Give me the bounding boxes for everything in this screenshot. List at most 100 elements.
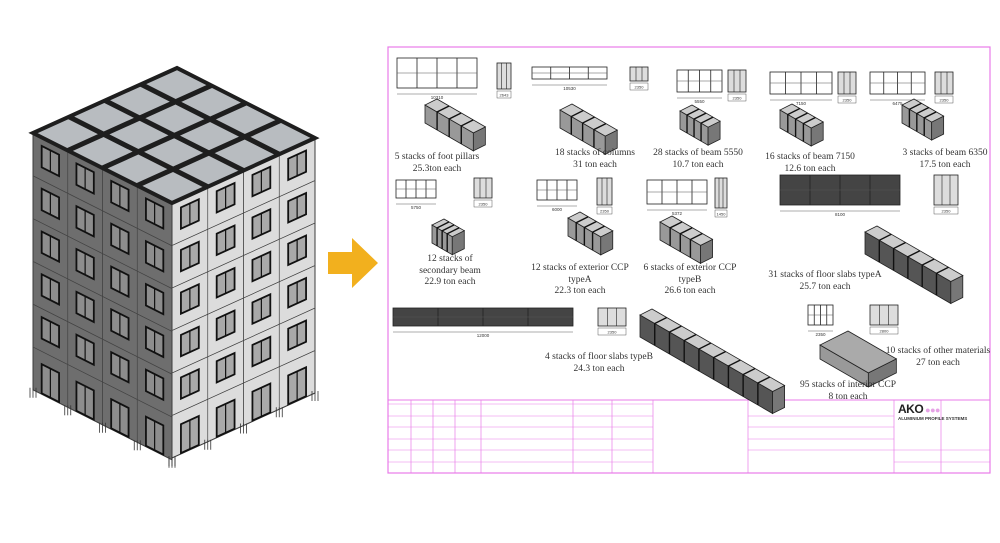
stack-weight: 25.7 ton each <box>799 281 851 292</box>
stack-strap <box>698 342 712 371</box>
item-drawing <box>392 307 786 415</box>
stack-strap <box>654 316 668 346</box>
stack-weight: 31 ton each <box>573 159 617 170</box>
section-view <box>596 177 613 206</box>
item-drawing <box>869 71 954 141</box>
item-drawing <box>646 177 728 265</box>
stack-weight: 10.7 ton each <box>672 159 724 170</box>
stack-side <box>639 314 773 415</box>
stack-strap <box>916 106 930 132</box>
stack-strap <box>787 107 801 133</box>
item-drawing <box>395 177 493 256</box>
stack-description: 12 stacks of exterior CCP <box>531 263 629 273</box>
section-view <box>496 62 512 90</box>
arrow-shape <box>328 238 378 288</box>
dimension-label: 2350 <box>815 332 826 337</box>
dimension-label: 5372 <box>672 211 683 216</box>
stack-strap <box>935 266 949 296</box>
stack-weight: 25.3ton each <box>412 163 462 174</box>
section-view <box>837 71 857 95</box>
item-drawing <box>676 69 747 146</box>
stack-description: 31 stacks of floor slabs typeA <box>768 270 882 280</box>
item-drawing <box>531 66 649 155</box>
stack-weight: 22.3 ton each <box>554 286 606 296</box>
dimension-box <box>473 199 493 208</box>
stack-strap <box>441 224 455 249</box>
item-drawing <box>536 177 614 256</box>
logo-mark: AKO <box>898 402 924 416</box>
left-facade <box>29 132 176 468</box>
company-logo: AKO●●● ALUMINIUM PROFILE SYSTEMS <box>898 402 986 421</box>
stack-strap <box>908 102 922 128</box>
dimension-box <box>869 326 899 335</box>
dimension-label: 7150 <box>796 101 807 106</box>
dimension-label: 2350 <box>942 209 952 214</box>
title-block <box>388 399 990 473</box>
stack-strap <box>727 359 741 388</box>
stack-description: 5 stacks of foot pillars <box>394 152 480 162</box>
stack-weight: 22.9 ton each <box>424 277 476 287</box>
stack-strap <box>436 221 450 246</box>
roof-beam <box>136 118 282 188</box>
stack-strap <box>460 119 474 144</box>
dimension-box <box>629 82 649 91</box>
stack-description: 3 stacks of beam 6350 <box>902 148 988 158</box>
stack-strap <box>591 225 605 251</box>
stack-strap <box>575 216 589 241</box>
dimension-label: 10530 <box>563 86 576 91</box>
stack-strap <box>700 116 714 142</box>
stack-weight: 27 ton each <box>916 357 960 368</box>
stack-strap <box>757 376 771 405</box>
dimension-label: 2643 <box>500 93 510 98</box>
stack-weight: 8 ton each <box>828 391 868 402</box>
roof-beam <box>139 82 281 157</box>
stack-description: 10 stacks of other materials <box>885 346 991 356</box>
stack-description: 16 stacks of beam 7150 <box>765 152 855 162</box>
stack-description: typeB <box>678 274 702 285</box>
stack-description: 18 stacks of columns <box>555 148 635 158</box>
dimension-label: 1450 <box>717 212 727 217</box>
stack-description: secondary beam <box>419 265 481 276</box>
stack-weight: 12.6 ton each <box>784 163 836 174</box>
dimension-box <box>496 90 512 99</box>
dimension-label: 2800 <box>880 329 890 334</box>
dimension-box <box>596 206 613 215</box>
dimension-box <box>934 95 954 104</box>
item-drawing <box>779 174 964 305</box>
section-view <box>934 71 954 95</box>
dimension-label: 6000 <box>552 207 563 212</box>
dimension-label: 10310 <box>431 95 444 100</box>
dimension-label: 2350 <box>479 202 489 207</box>
stack-weight: 24.3 ton each <box>573 363 625 374</box>
sheet-border <box>387 46 991 474</box>
right-facade <box>168 137 319 466</box>
dimension-label: 2350 <box>733 96 743 101</box>
dimension-label: 2350 <box>635 85 645 90</box>
stack-strap <box>668 325 682 354</box>
item-drawing <box>396 57 512 152</box>
dimension-label: 5750 <box>411 205 422 210</box>
dimension-box <box>597 327 627 336</box>
stack-strap <box>712 350 726 380</box>
dimension-label: 2350 <box>940 98 950 103</box>
stack-strap <box>669 221 683 246</box>
building-isometric-drawing <box>28 65 320 468</box>
logo-subtitle: ALUMINIUM PROFILE SYSTEMS <box>898 416 968 421</box>
stack-strap <box>686 108 700 134</box>
stack-weight: 26.6 ton each <box>664 286 716 296</box>
dimension-label: 2350 <box>843 98 853 103</box>
dimension-box <box>933 206 959 215</box>
stack-strap <box>693 112 707 138</box>
